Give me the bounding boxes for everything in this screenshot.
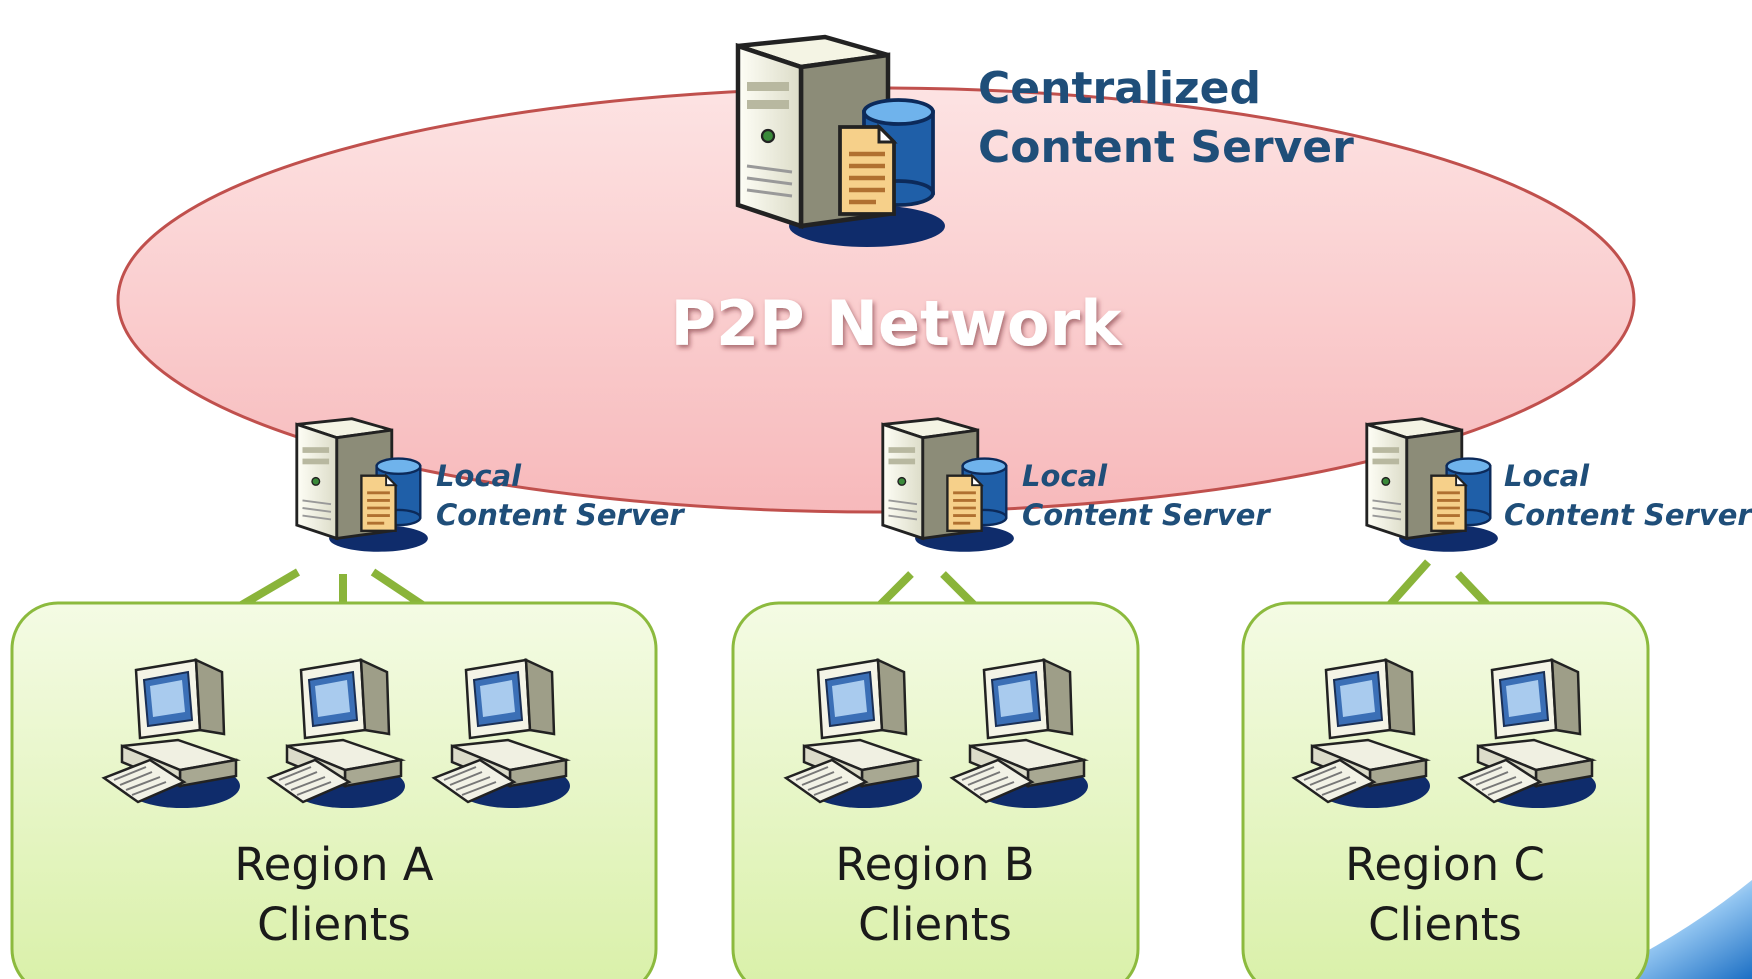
central-server: Centralized Content Server [738,37,1354,247]
local-server-label-line2: Content Server [1504,498,1752,532]
local-server-label-line1: Local [1504,459,1590,493]
region-label-line2: Clients [257,898,411,951]
region-label-line1: Region C [1345,838,1545,891]
p2p-network-label: P2P Network [671,287,1124,360]
region-c: Region C Clients [1241,601,1650,979]
central-server-label-line1: Centralized [978,63,1261,114]
local-server-a: Local Content Server [295,417,685,554]
region-label-line1: Region A [234,838,433,891]
region-label-line2: Clients [1368,898,1522,951]
database-server-icon [1365,417,1500,554]
local-server-c: Local Content Server [1365,417,1752,554]
local-server-label-line1: Local [1022,459,1108,493]
local-server-b: Local Content Server [881,417,1271,554]
central-server-label-line2: Content Server [978,122,1354,173]
p2p-network-cloud: P2P Network [116,86,1636,514]
local-server-label-line2: Content Server [1022,498,1271,532]
local-server-label-line2: Content Server [436,498,685,532]
region-a: Region A Clients [10,601,658,979]
region-label-line1: Region B [835,838,1034,891]
corner-swoosh-decoration [1590,880,1752,979]
region-label-line2: Clients [858,898,1012,951]
region-b: Region B Clients [731,601,1140,979]
local-server-label-line1: Local [436,459,522,493]
database-server-icon [738,37,945,247]
